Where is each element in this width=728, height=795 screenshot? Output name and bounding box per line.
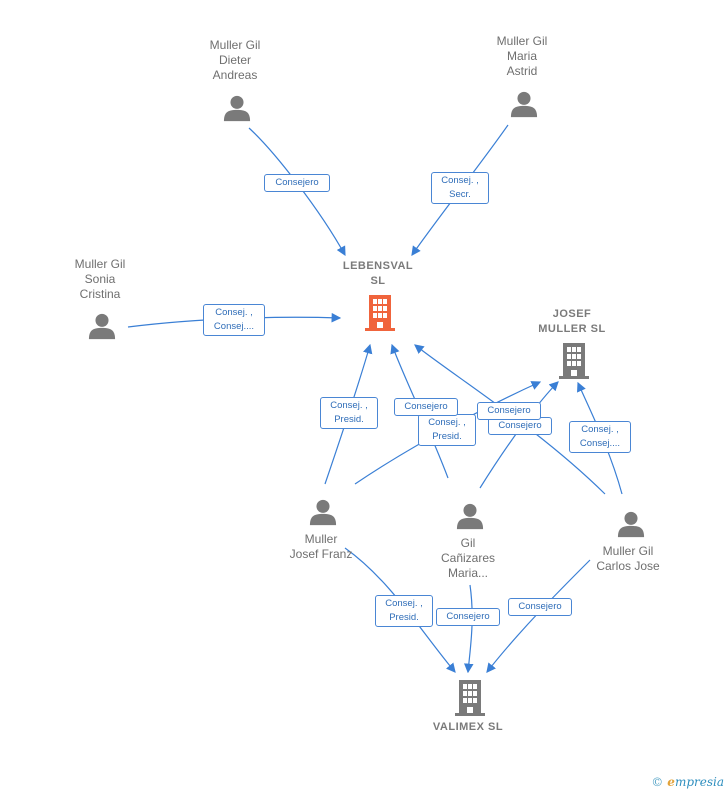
building-icon[interactable] — [365, 295, 395, 331]
person-icon[interactable] — [617, 511, 645, 538]
person-icon[interactable] — [88, 313, 116, 340]
edge-label[interactable]: Consejero — [508, 598, 572, 616]
node-label-carlos[interactable]: Muller Gil Carlos Jose — [596, 544, 660, 573]
edge-label[interactable]: Consej. , Presid. — [375, 595, 433, 627]
node-label-josef-franz[interactable]: Muller Josef Franz — [289, 532, 353, 561]
edge-label[interactable]: Consej. , Consej.... — [203, 304, 265, 336]
edge-line — [479, 381, 559, 489]
edge-label[interactable]: Consej. , Secr. — [431, 172, 489, 204]
node-label-sonia[interactable]: Muller Gil Sonia Cristina — [74, 257, 126, 301]
person-icon[interactable] — [510, 91, 538, 118]
person-icon[interactable] — [223, 95, 251, 122]
copyright-icon: © — [651, 775, 664, 789]
brand-initial: e — [667, 775, 675, 789]
person-icon[interactable] — [456, 503, 484, 530]
edge-label[interactable]: Consejero — [436, 608, 500, 626]
edge-label[interactable]: Consej. , Consej.... — [569, 421, 631, 453]
brand-logo: ©empresia — [651, 775, 724, 789]
edge-label[interactable]: Consej. , Presid. — [418, 414, 476, 446]
building-icon[interactable] — [559, 343, 589, 379]
edge-label[interactable]: Consej. , Presid. — [320, 397, 378, 429]
brand-text: mpresia — [674, 775, 724, 789]
building-icon[interactable] — [455, 680, 485, 716]
node-label-lebensval[interactable]: LEBENSVAL SL — [342, 260, 414, 287]
node-label-gil-maria[interactable]: Gil Cañizares Maria... — [440, 536, 496, 580]
node-label-valimex[interactable]: VALIMEX SL — [432, 721, 504, 733]
node-label-astrid[interactable]: Muller Gil Maria Astrid — [496, 34, 548, 78]
edge-label[interactable]: Consejero — [394, 398, 458, 416]
person-icon[interactable] — [309, 499, 337, 526]
edge-line — [463, 584, 474, 674]
edge-label[interactable]: Consejero — [264, 174, 330, 192]
node-label-dieter[interactable]: Muller Gil Dieter Andreas — [209, 38, 261, 82]
edge-label[interactable]: Consejero — [477, 402, 541, 420]
node-label-josef-muller-sl[interactable]: JOSEF MULLER SL — [538, 308, 606, 335]
